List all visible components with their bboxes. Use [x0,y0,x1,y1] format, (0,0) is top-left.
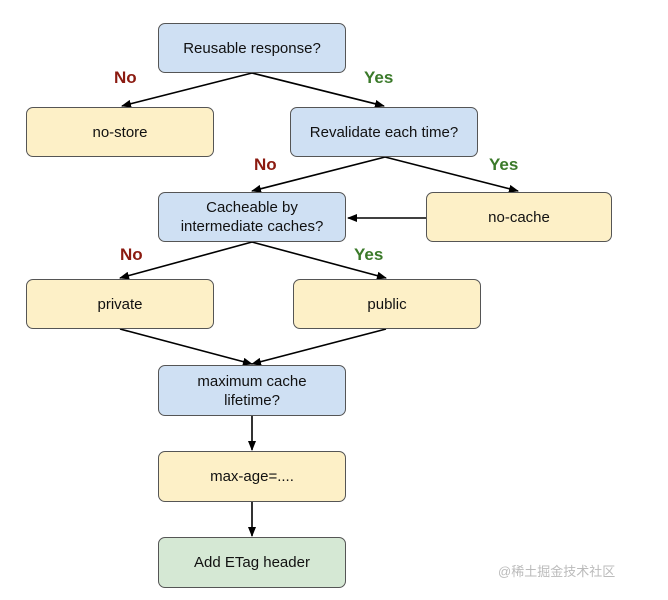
arrow-private-to-max-lifetime [119,328,253,366]
node-no-cache-text: no-cache [488,208,550,226]
node-no-cache: no-cache [426,192,612,242]
arrow-revalidate-to-cacheable [251,156,386,193]
node-cacheable-text-line1: Cacheable by [206,199,298,216]
node-cacheable-intermediate: Cacheable by intermediate caches? [158,192,346,242]
node-maximum-cache-lifetime: maximum cache lifetime? [158,365,346,416]
label-no-revalidate: No [254,155,277,174]
node-no-store: no-store [26,107,214,157]
node-revalidate-each-time: Revalidate each time? [290,107,478,157]
label-no-cacheable: No [120,245,143,264]
node-private-text: private [97,295,143,313]
node-public-text: public [367,295,407,313]
arrow-reusable-to-no-store [121,72,253,108]
arrow-public-to-max-lifetime [251,328,387,366]
arrow-reusable-to-revalidate [251,72,385,108]
label-no-reusable: No [114,68,137,87]
arrow-cacheable-to-private [119,241,253,280]
node-revalidate-text: Revalidate each time? [309,123,459,141]
node-max-lifetime-text-line1: maximum cache [197,372,307,390]
node-add-etag-header: Add ETag header [158,537,346,588]
node-public: public [293,279,481,329]
arrow-cacheable-to-public [251,241,387,280]
label-yes-reusable: Yes [364,68,394,87]
node-max-lifetime-text-line2: lifetime? [224,391,280,409]
arrow-revalidate-to-no-cache [384,156,519,193]
node-max-age: max-age=.... [158,451,346,502]
node-no-store-text: no-store [92,123,148,141]
node-private: private [26,279,214,329]
node-cacheable-text-line2: intermediate caches? [180,218,324,235]
watermark-text: @稀土掘金技术社区 [498,564,616,579]
node-reusable-response: Reusable response? [158,23,346,73]
label-yes-cacheable: Yes [354,245,384,264]
node-add-etag-text: Add ETag header [194,554,310,571]
label-yes-revalidate: Yes [489,155,519,174]
node-reusable-response-text: Reusable response? [183,39,321,57]
node-max-age-text: max-age=.... [210,468,294,485]
